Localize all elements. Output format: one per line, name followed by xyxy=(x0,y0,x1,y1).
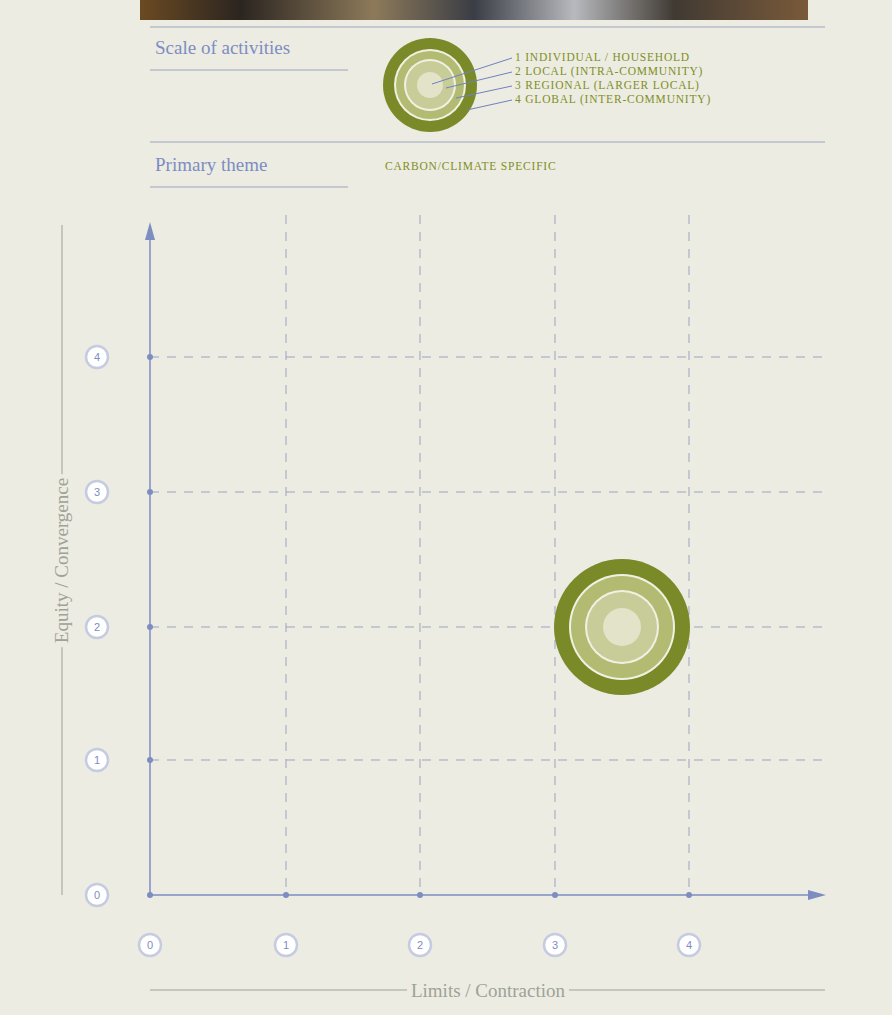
axes xyxy=(145,222,826,900)
legend-label: 2 LOCAL (INTRA-COMMUNITY) xyxy=(515,66,703,78)
tick-number: 4 xyxy=(94,352,100,363)
plot-marker xyxy=(554,559,690,695)
tick-number: 0 xyxy=(94,890,100,901)
tick-number: 3 xyxy=(552,940,558,951)
photo-strip xyxy=(140,0,808,20)
theme-value: CARBON/CLIMATE SPECIFIC xyxy=(385,161,556,173)
header-rules xyxy=(150,27,825,187)
section-heading: Primary theme xyxy=(155,155,267,174)
legend-label: 4 GLOBAL (INTER-COMMUNITY) xyxy=(515,94,711,106)
legend-label: 3 REGIONAL (LARGER LOCAL) xyxy=(515,80,700,92)
grid-lines xyxy=(150,215,825,895)
legend-leaders xyxy=(432,58,512,110)
tick-badges xyxy=(86,346,700,956)
legend-label: 1 INDIVIDUAL / HOUSEHOLD xyxy=(515,52,690,64)
scale-icon xyxy=(383,38,477,132)
tick-number: 2 xyxy=(417,940,423,951)
tick-number: 4 xyxy=(686,940,692,951)
tick-number: 2 xyxy=(94,622,100,633)
tick-number: 3 xyxy=(94,487,100,498)
tick-number: 1 xyxy=(283,940,289,951)
axis-title-rules xyxy=(62,225,825,990)
axis-title: Equity / Convergence xyxy=(53,473,72,646)
axis-title: Limits / Contraction xyxy=(407,981,569,1000)
tick-number: 1 xyxy=(94,755,100,766)
section-heading: Scale of activities xyxy=(155,38,290,57)
tick-number: 0 xyxy=(147,940,153,951)
